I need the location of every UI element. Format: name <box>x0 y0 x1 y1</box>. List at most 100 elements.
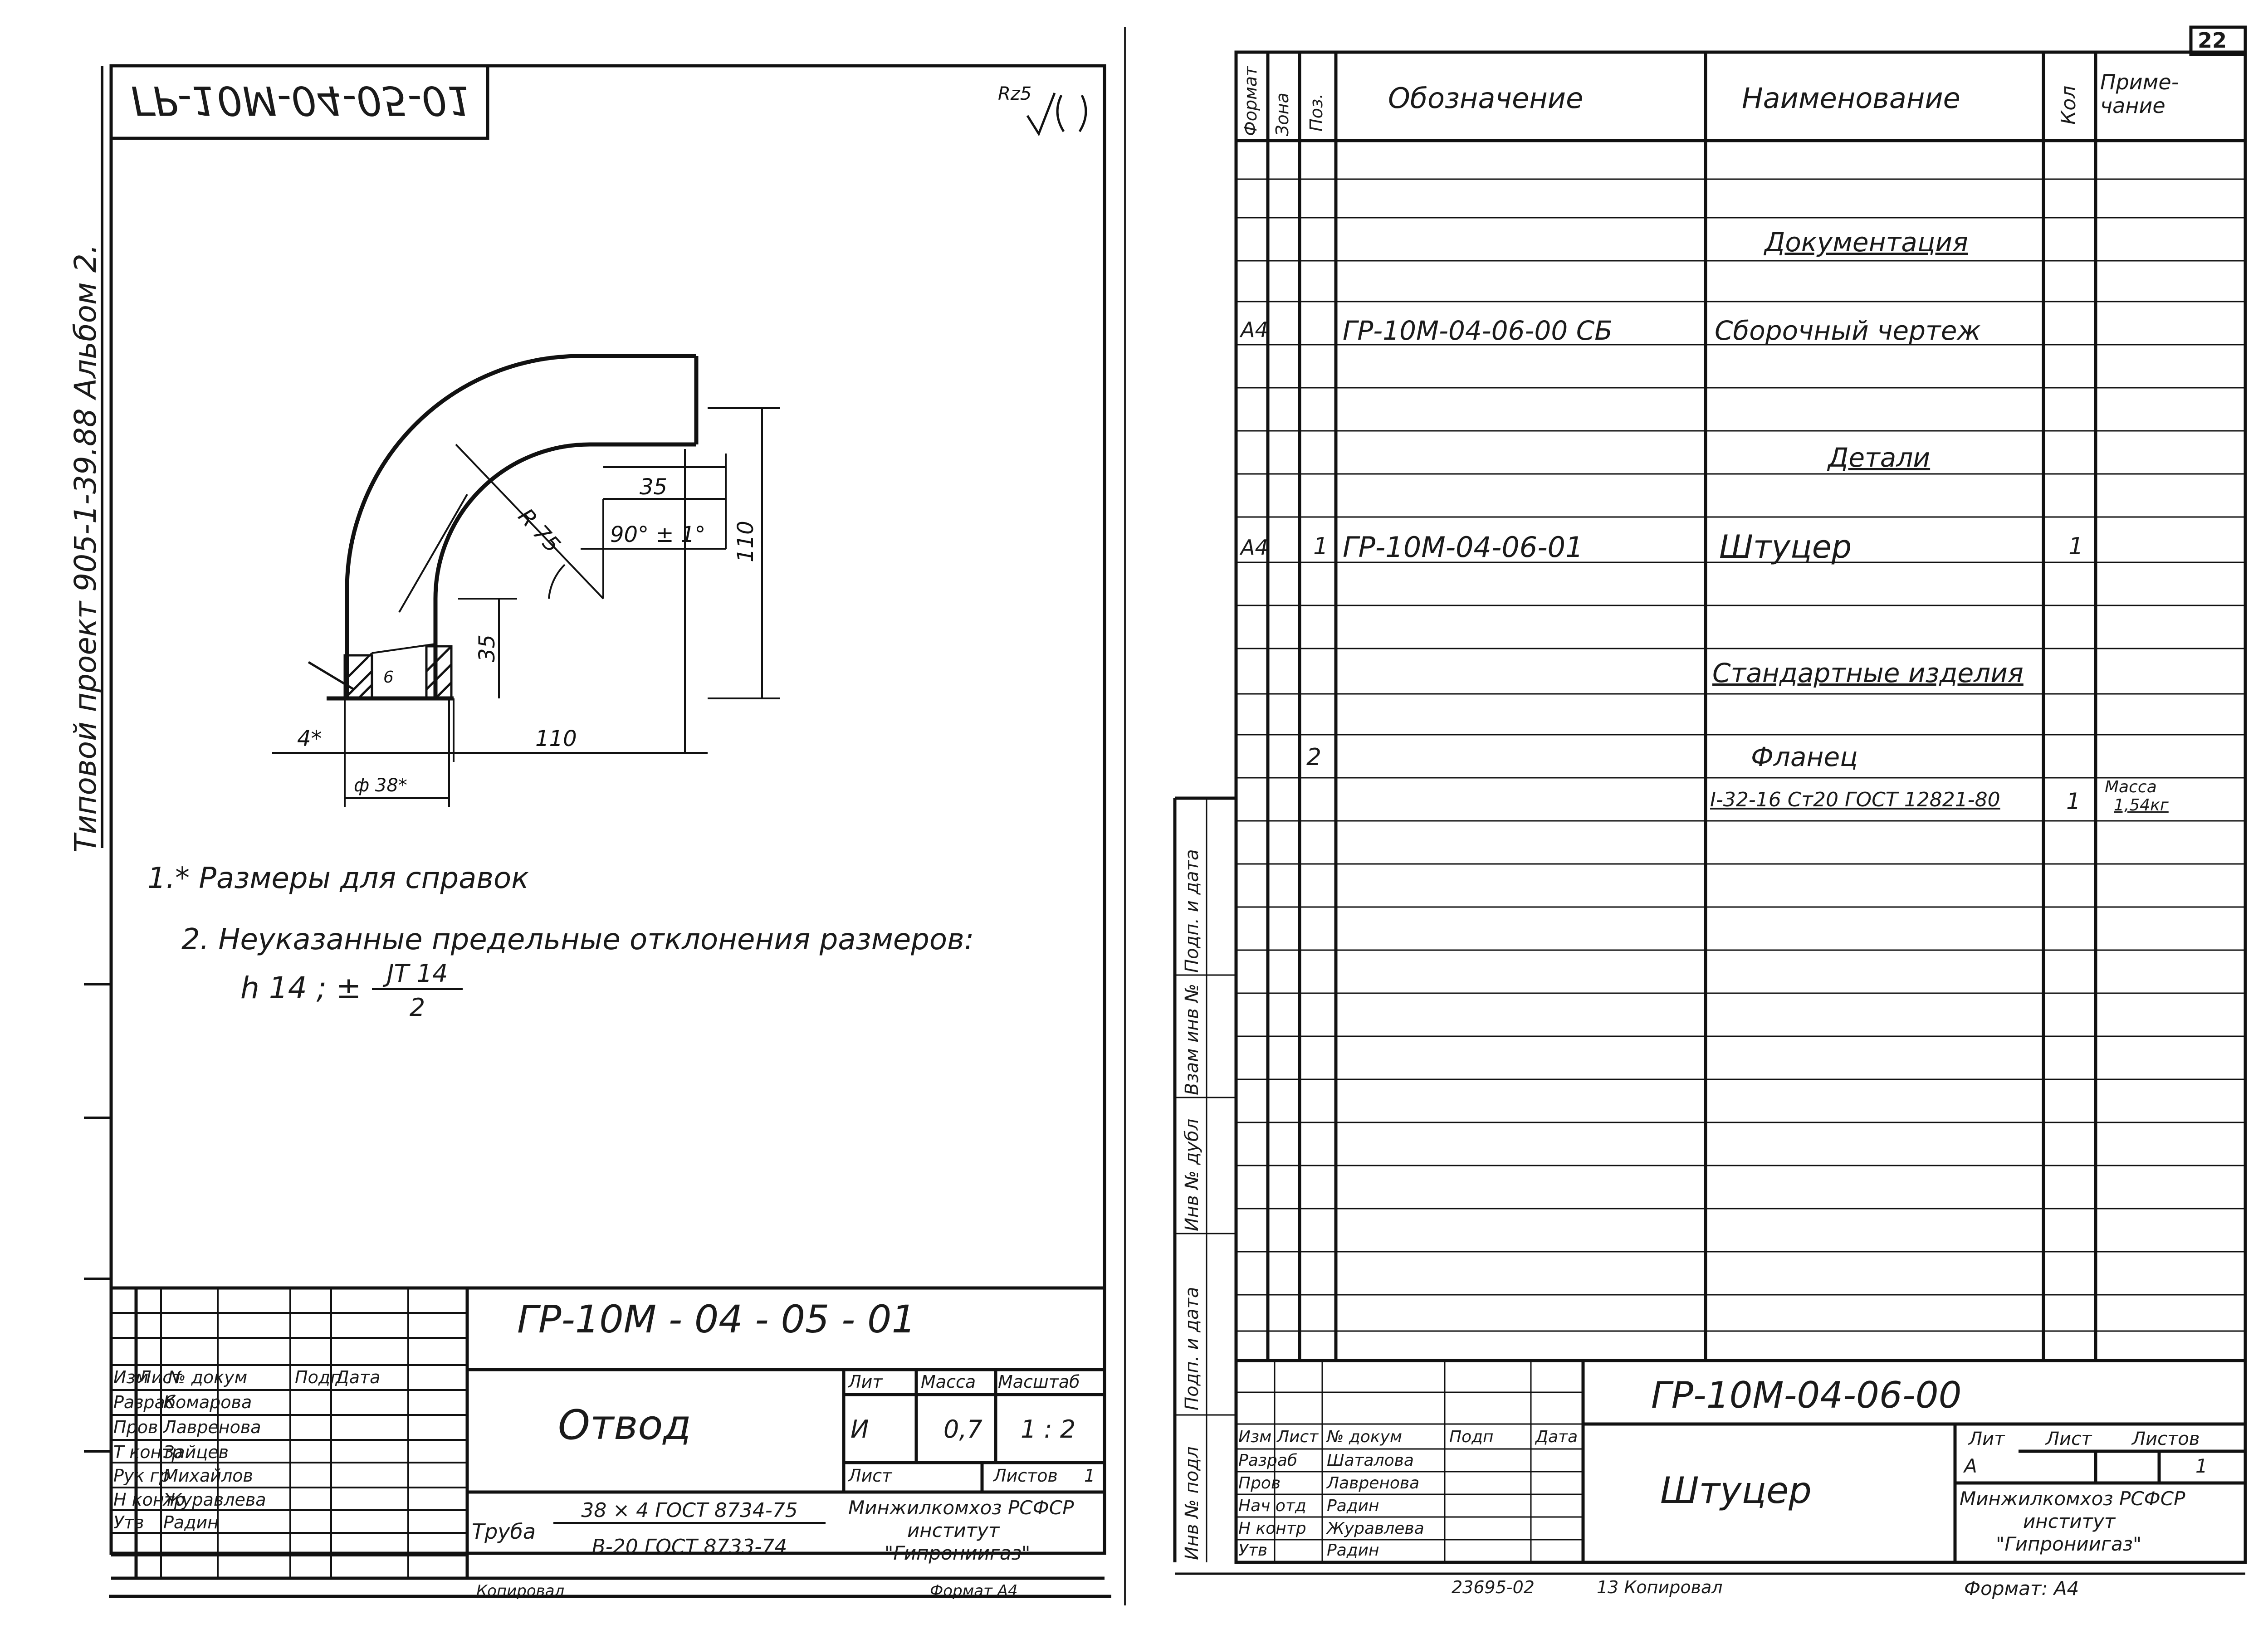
side-label-1: Подп. и дата <box>1182 849 1202 973</box>
right-role-5: Утв <box>1238 1541 1268 1560</box>
head-format: Формат <box>1241 66 1261 136</box>
flange-spec: I-32-16 Ст20 ГОСТ 12821-80 <box>1710 788 2000 811</box>
flange-note-b: 1,54кг <box>2114 796 2169 815</box>
right-part-name: Штуцер <box>1660 1469 1812 1512</box>
flange-pos: 2 <box>1306 744 1322 771</box>
left-col-sign: Подп <box>295 1367 342 1387</box>
right-org-1: Минжилкомхоз РСФСР <box>1960 1488 2185 1510</box>
right-col-sign: Подп <box>1449 1428 1494 1446</box>
left-role-5: Н контр <box>113 1490 185 1510</box>
part-pos: 1 <box>1313 533 1329 560</box>
elbow-outer-arc <box>345 354 696 698</box>
tolerance-numerator: JT 14 <box>372 959 463 990</box>
part-format: А4 <box>1241 535 1268 560</box>
left-role-4: Рук гр <box>113 1466 170 1486</box>
roughness-value: Rz5 <box>998 83 1031 104</box>
left-sheets-head: Листов <box>993 1466 1058 1486</box>
section-parts: Детали <box>1828 442 1931 473</box>
flange-name: Фланец <box>1751 741 1858 772</box>
left-name-5: Журавлева <box>163 1490 266 1510</box>
left-sheets-value: 1 <box>1084 1466 1095 1486</box>
left-col-date: Дата <box>336 1367 381 1387</box>
right-name-1: Шаталова <box>1327 1451 1414 1470</box>
right-footer-format: Формат: А4 <box>1964 1577 2079 1600</box>
left-frame <box>109 64 1106 1555</box>
asm-designation: ГР-10М-04-06-00 СБ <box>1343 315 1613 346</box>
left-part-name: Отвод <box>558 1401 691 1449</box>
dim-4: 4* <box>297 726 322 751</box>
tolerance-left: h 14 ; ± <box>240 971 362 1005</box>
left-role-6: Утв <box>113 1512 144 1532</box>
right-sheets-value: 1 <box>2195 1455 2208 1477</box>
side-label-3: Инв № дубл <box>1182 1118 1202 1231</box>
right-org-3: "Гипрониигаз" <box>1996 1533 2142 1555</box>
section-standard: Стандартные изделия <box>1712 658 2024 688</box>
section-documentation: Документация <box>1765 227 1968 258</box>
left-name-2: Лавренова <box>163 1417 261 1437</box>
side-label-5: Инв № подл <box>1182 1446 1202 1560</box>
right-org-2: институт <box>2023 1510 2116 1532</box>
right-lit-head: Лит <box>1969 1429 2005 1449</box>
head-designation: Обозначение <box>1388 82 1584 115</box>
left-org-3: "Гипрониигаз" <box>885 1542 1031 1564</box>
dim-110-horizontal: 110 <box>535 726 577 751</box>
left-mass-value: 0,7 <box>943 1415 982 1444</box>
right-col-izm: Изм <box>1238 1428 1272 1446</box>
left-col-doc: № докум <box>168 1367 248 1387</box>
dim-6: 6 <box>383 668 394 687</box>
right-sheets-head: Листов <box>2132 1429 2200 1449</box>
right-role-1: Разраб <box>1238 1451 1298 1470</box>
flange-qty: 1 <box>2066 788 2081 815</box>
right-lit-value: А <box>1964 1455 1977 1477</box>
dim-phi38: ф 38* <box>354 775 407 796</box>
right-col-list: Лист <box>1277 1428 1319 1446</box>
right-col-date: Дата <box>1535 1428 1578 1446</box>
part-name: Штуцер <box>1719 528 1852 566</box>
material-top: 38 × 4 ГОСТ 8734-75 <box>553 1499 826 1524</box>
note-1: 1.* Размеры для справок <box>147 862 529 895</box>
left-scale-head: Масштаб <box>998 1372 1080 1392</box>
right-name-2: Лавренова <box>1327 1474 1420 1493</box>
left-name-1: Комарова <box>163 1392 252 1412</box>
material-label: Труба <box>472 1519 536 1544</box>
left-mass-head: Масса <box>921 1372 976 1392</box>
right-role-2: Пров <box>1238 1474 1281 1493</box>
right-name-4: Журавлева <box>1327 1519 1424 1538</box>
right-role-4: Н контр <box>1238 1519 1306 1538</box>
left-org-1: Минжилкомхоз РСФСР <box>848 1497 1074 1519</box>
left-col-list: Лист <box>138 1367 182 1387</box>
right-col-doc: № докум <box>1327 1428 1403 1446</box>
mirrored-drawing-code: ГР-10М-04-05-01 <box>131 77 473 124</box>
dim-110-vertical: 110 <box>733 521 758 562</box>
asm-format: А4 <box>1241 317 1268 342</box>
asm-name: Сборочный чертеж <box>1715 315 1981 346</box>
head-qty: Кол <box>2057 85 2080 125</box>
head-pos: Поз. <box>1306 93 1326 132</box>
roughness-icon <box>1026 93 1087 137</box>
head-name: Наименование <box>1742 82 1960 115</box>
left-role-1: Разраб <box>113 1392 176 1412</box>
left-scale-value: 1 : 2 <box>1021 1415 1076 1444</box>
left-footer-format: Формат А4 <box>930 1582 1018 1600</box>
tolerance-denominator: 2 <box>409 993 425 1022</box>
right-footer-copy: 13 Копировал <box>1597 1577 1723 1597</box>
right-sheet-head: Лист <box>2046 1429 2092 1449</box>
left-name-3: Зайцев <box>163 1442 229 1462</box>
dim-angle: 90° ± 1° <box>610 522 705 547</box>
side-label-4: Подп. и дата <box>1182 1287 1202 1410</box>
left-role-2: Пров <box>113 1417 158 1437</box>
right-name-3: Радин <box>1327 1497 1379 1515</box>
left-drawing-code: ГР-10М - 04 - 05 - 01 <box>517 1297 916 1341</box>
head-note: Приме-чание <box>2100 70 2179 118</box>
project-side-note: Типовой проект 905-1-39.88 Альбом 2. <box>68 244 103 853</box>
elbow-inner-arc <box>433 442 696 698</box>
left-lit-head: Лит <box>848 1372 883 1392</box>
part-designation: ГР-10М-04-06-01 <box>1343 531 1584 564</box>
left-lit-value: И <box>850 1415 869 1444</box>
right-name-5: Радин <box>1327 1541 1379 1560</box>
left-name-6: Радин <box>163 1512 219 1532</box>
right-frame <box>1234 50 2247 1564</box>
